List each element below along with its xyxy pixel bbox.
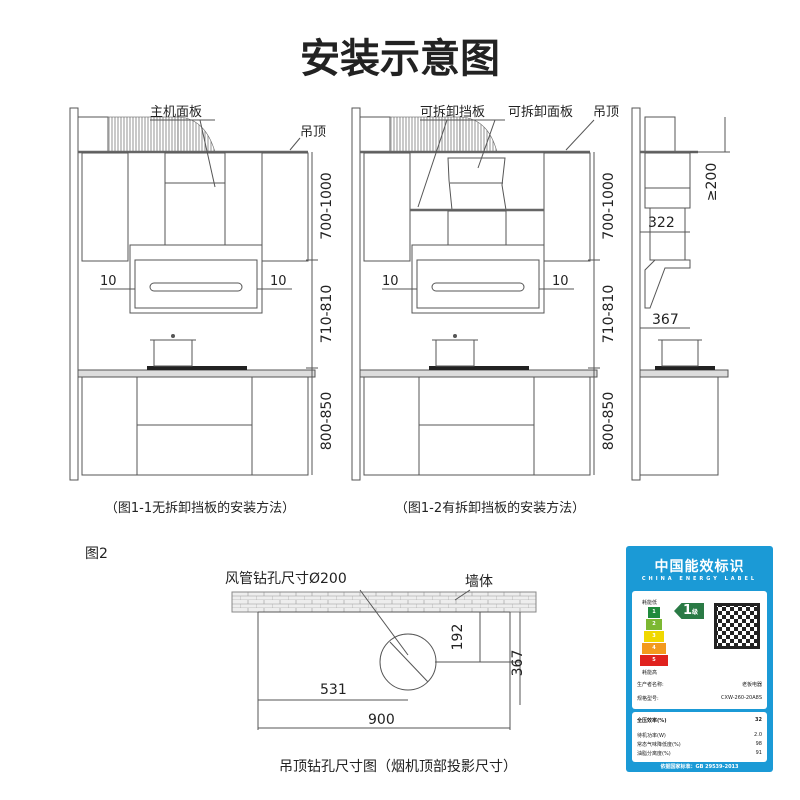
label-main-panel: 主机面板 [150,105,202,120]
dim-mid: 710-810 [319,285,335,344]
dim-192: 192 [450,624,466,651]
pot-icon [150,334,196,367]
dim-gap-right: 10 [552,274,569,289]
figure-1-2: 可拆卸挡板 可拆卸面板 吊顶 10 10 700-1000 710-810 80… [351,104,619,516]
figure-1-1: 主机面板 吊顶 10 10 700-1000 710-810 800-850 （… [69,105,335,516]
caption-fig-1-1: （图1-1无拆卸挡板的安装方法） [105,500,295,516]
wall [231,591,537,613]
pot-icon [432,334,478,367]
removable-panel [447,157,507,211]
grade-bar-5: 5 [640,655,668,666]
label-duct-hole: 风管钻孔尺寸Ø200 [225,571,347,587]
cooktop [147,366,247,370]
dim-depth-367: 367 [652,312,679,328]
dim-top: ≥200 [704,163,720,201]
dim-900: 900 [368,712,395,728]
energy-standard: 依据国家标准：GB 29539-2013 [660,764,739,770]
chimney [164,152,226,246]
dim-mid: 710-810 [601,285,617,344]
page-title: 安装示意图 [300,36,500,82]
dim-upper: 700-1000 [319,172,335,239]
grade-bar-4: 4 [642,643,666,654]
maker-value: 老板电器 [741,682,762,688]
grade-bar-1: 1 [648,607,660,618]
fig2-label: 图2 [85,546,108,562]
low-consumption-label: 耗能低 [642,600,658,606]
countertop [77,369,316,378]
dim-gap-left: 10 [100,274,117,289]
dim-531: 531 [320,682,347,698]
energy-label-title: 中国能效标识 [654,559,745,575]
label-removable-baffle: 可拆卸挡板 [420,104,485,120]
label-ceiling: 吊顶 [593,105,619,120]
dim-lower: 800-850 [319,392,335,451]
dim-depth-322: 322 [648,215,675,231]
grade-bar-2: 2 [646,619,662,630]
duct [389,116,498,153]
duct [107,116,216,153]
figure-2: 图2 风管钻孔尺寸Ø200 墙体 192 367 531 900 吊顶钻孔尺寸图… [85,546,537,775]
upper-cabinet [81,152,129,262]
dim-367: 367 [510,650,526,677]
label-removable-panel: 可拆卸面板 [508,104,573,120]
dim-gap-right: 10 [270,274,287,289]
upper-cabinet [261,152,309,262]
label-ceiling: 吊顶 [300,125,326,140]
model-value: CXW-260-20A8S [721,695,762,701]
grade-bar-3: 3 [644,631,664,642]
caption-fig-2: 吊顶钻孔尺寸图（烟机顶部投影尺寸） [279,759,517,775]
side-view: ≥200 322 367 [631,107,730,481]
dim-lower: 800-850 [601,392,617,451]
energy-label-subtitle: CHINA ENERGY LABEL [641,576,758,582]
caption-fig-1-2: （图1-2有拆卸挡板的安装方法） [395,500,585,516]
label-wall: 墙体 [465,574,493,590]
qr-code [714,603,760,649]
dim-upper: 700-1000 [601,172,617,239]
energy-spec-panel: 全压效率(%)32 待机功率(W)2.0 常态气味降低度(%)98 油脂分离度(… [632,712,767,762]
rating-arrow: 1级 [674,603,704,619]
pot-icon [658,339,702,367]
dim-gap-left: 10 [382,274,399,289]
high-consumption-label: 耗能高 [642,670,658,676]
